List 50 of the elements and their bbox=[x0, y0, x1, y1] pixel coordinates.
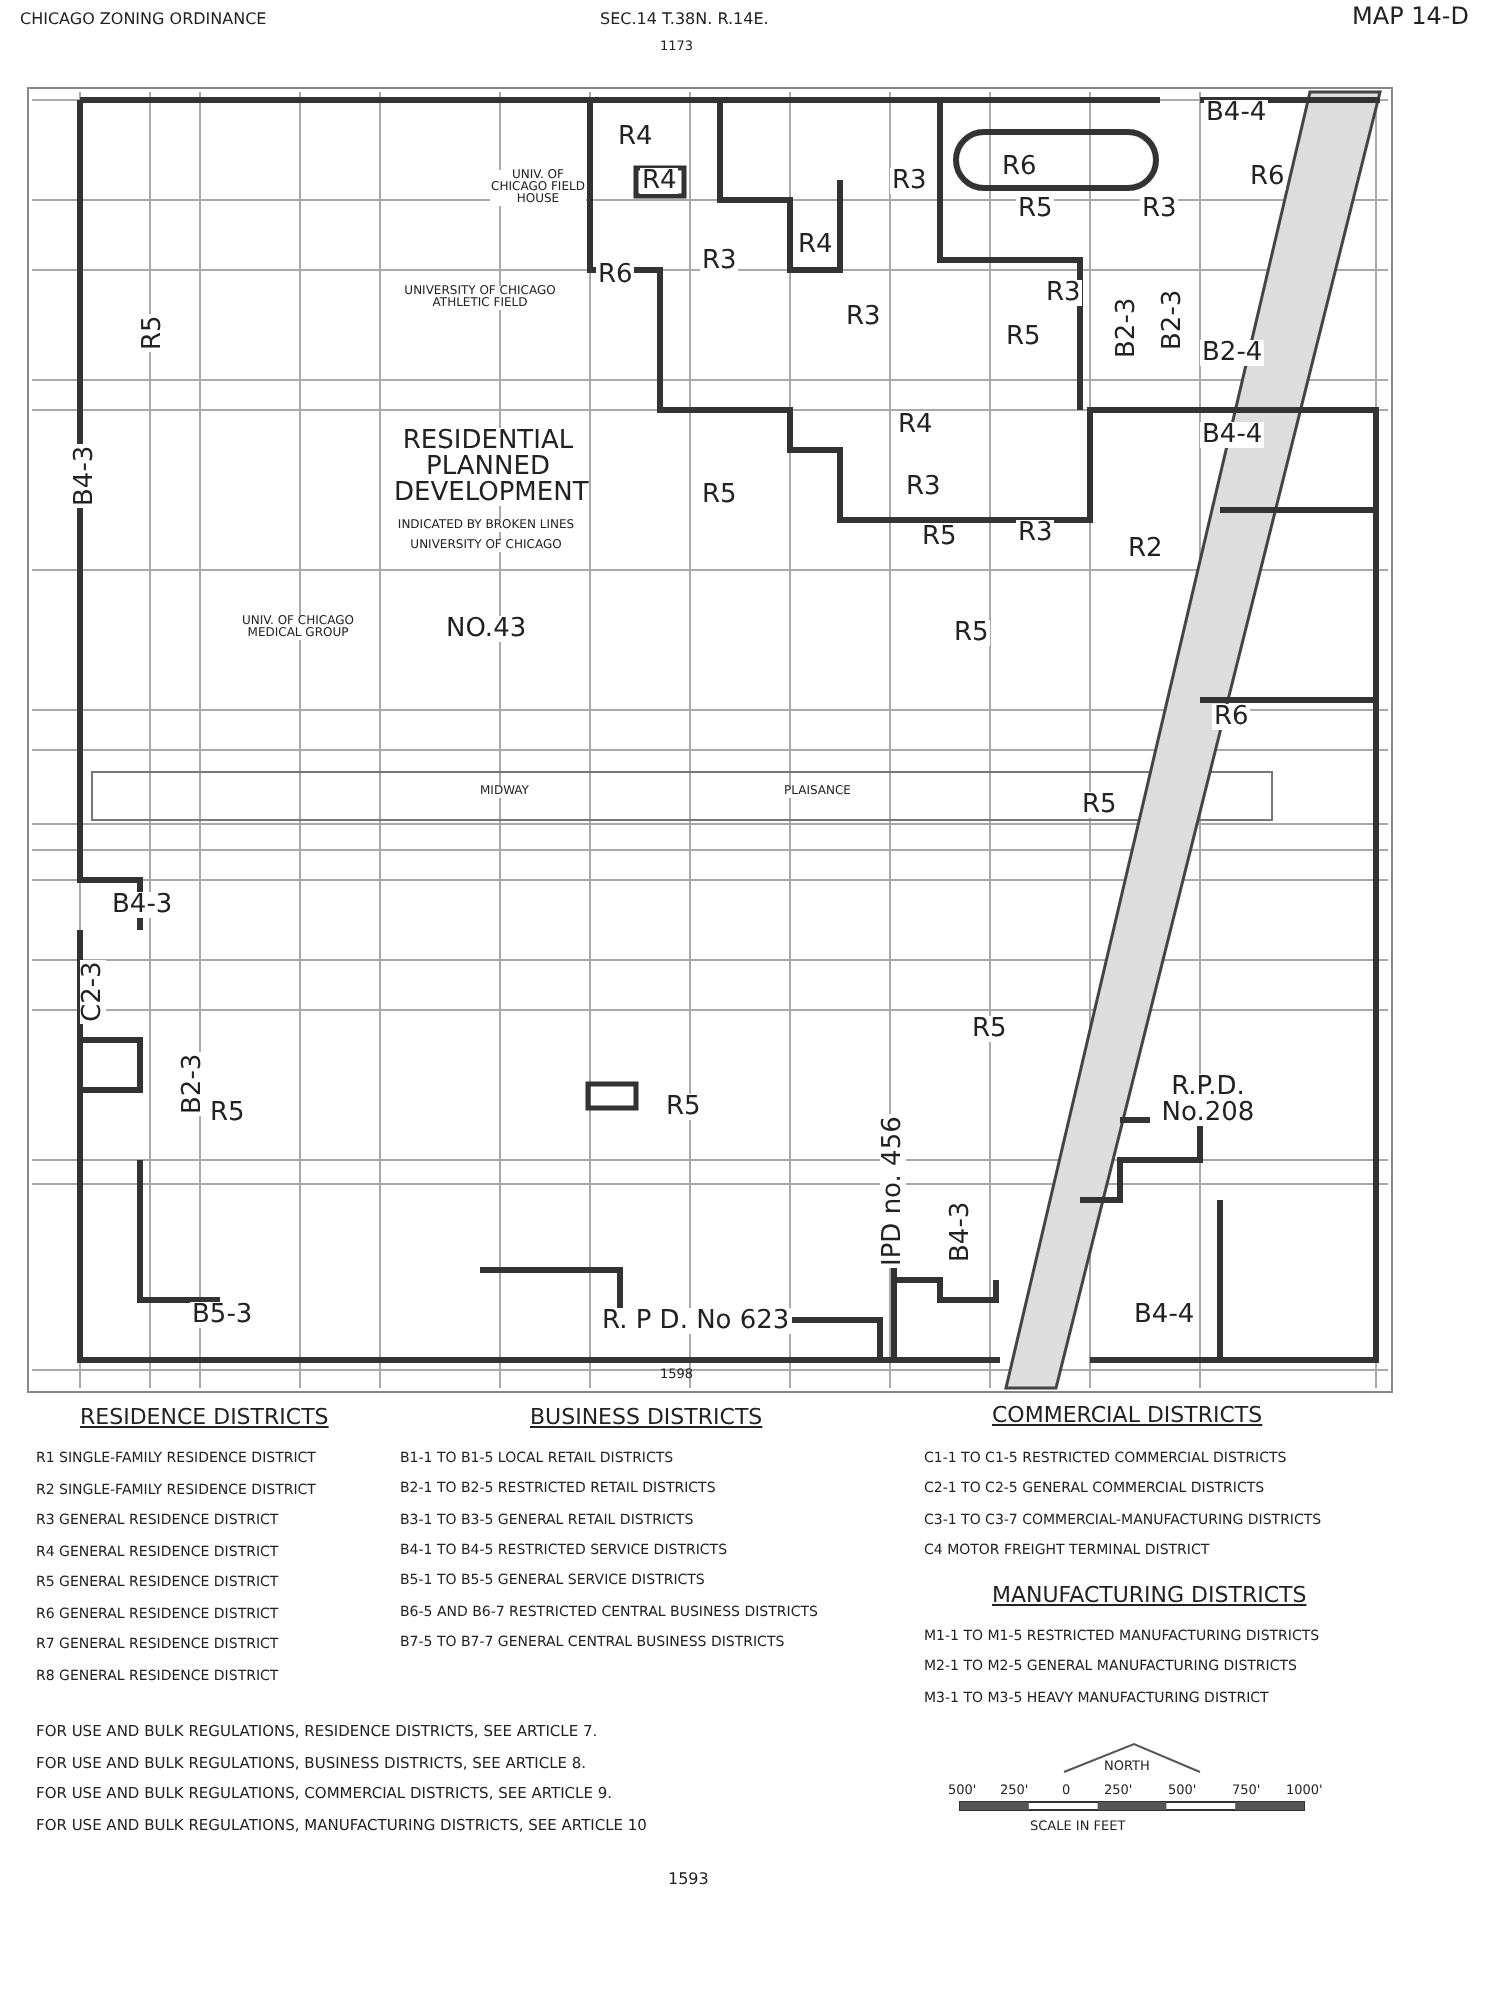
legend-heading: RESIDENCE DISTRICTS bbox=[80, 1406, 329, 1428]
header-text: CHICAGO ZONING ORDINANCE bbox=[20, 12, 267, 28]
zone-code-label: R5 bbox=[208, 1100, 247, 1126]
legend-heading: BUSINESS DISTRICTS bbox=[530, 1406, 763, 1428]
zone-code-label: B2-3 bbox=[180, 1051, 206, 1116]
zone-code-label: B2-3 bbox=[1114, 295, 1140, 360]
zone-code-label: B2-4 bbox=[1200, 340, 1265, 366]
zone-code-label: B4-3 bbox=[72, 443, 98, 508]
zone-code-label: R5 bbox=[1016, 196, 1055, 222]
map-number: MAP 14-D bbox=[1352, 4, 1469, 28]
zone-code-label: R6 bbox=[1000, 154, 1039, 180]
zone-code-label: B4-3 bbox=[948, 1199, 974, 1264]
zone-code-label: R3 bbox=[890, 168, 929, 194]
page-number: 1593 bbox=[668, 1872, 709, 1888]
zone-code-label: R4 bbox=[896, 412, 935, 438]
zone-code-label: R3 bbox=[844, 304, 883, 330]
zone-code-label: B4-4 bbox=[1200, 422, 1265, 448]
zone-code-label: IPD no. 456 bbox=[880, 1114, 906, 1268]
zone-code-label: NO.43 bbox=[444, 616, 529, 642]
zone-code-label: R5 bbox=[920, 524, 959, 550]
zone-code-label: R4 bbox=[616, 124, 655, 150]
zone-code-label: C2-3 bbox=[80, 959, 106, 1024]
zone-code-label: R4 bbox=[796, 232, 835, 258]
zone-code-label: R5 bbox=[952, 620, 991, 646]
zone-code-label: R3 bbox=[700, 248, 739, 274]
zone-code-label: R6 bbox=[596, 262, 635, 288]
zone-code-label: R3 bbox=[1016, 520, 1055, 546]
zone-code-label: R2 bbox=[1126, 536, 1165, 562]
zone-code-label: R5 bbox=[1004, 324, 1043, 350]
zone-code-label: B5-3 bbox=[190, 1302, 255, 1328]
legend-heading: MANUFACTURING DISTRICTS bbox=[992, 1584, 1307, 1606]
zone-code-label: B4-4 bbox=[1132, 1302, 1197, 1328]
zone-code-label: B4-3 bbox=[110, 892, 175, 918]
zone-code-label: R5 bbox=[140, 313, 166, 352]
zone-code-label: RESIDENTIAL PLANNED DEVELOPMENT bbox=[392, 428, 584, 506]
zone-code-label: R5 bbox=[970, 1016, 1009, 1042]
zone-code-label: R3 bbox=[904, 474, 943, 500]
header-text: SEC.14 T.38N. R.14E. bbox=[600, 12, 769, 28]
zone-code-label: B2-3 bbox=[1160, 287, 1186, 352]
zone-code-label: R3 bbox=[1044, 280, 1083, 306]
zone-code-label: R6 bbox=[1248, 164, 1287, 190]
zone-code-label: R5 bbox=[1080, 792, 1119, 818]
zone-code-label: R4 bbox=[640, 168, 679, 194]
zone-code-label: R3 bbox=[1140, 196, 1179, 222]
legend-heading: COMMERCIAL DISTRICTS bbox=[992, 1404, 1263, 1426]
zone-code-label: B4-4 bbox=[1204, 100, 1269, 126]
zone-code-label: R. P D. No 623 bbox=[600, 1308, 792, 1334]
zone-code-label: R5 bbox=[700, 482, 739, 508]
zone-code-label: R5 bbox=[664, 1094, 703, 1120]
zone-code-label: R6 bbox=[1212, 704, 1251, 730]
